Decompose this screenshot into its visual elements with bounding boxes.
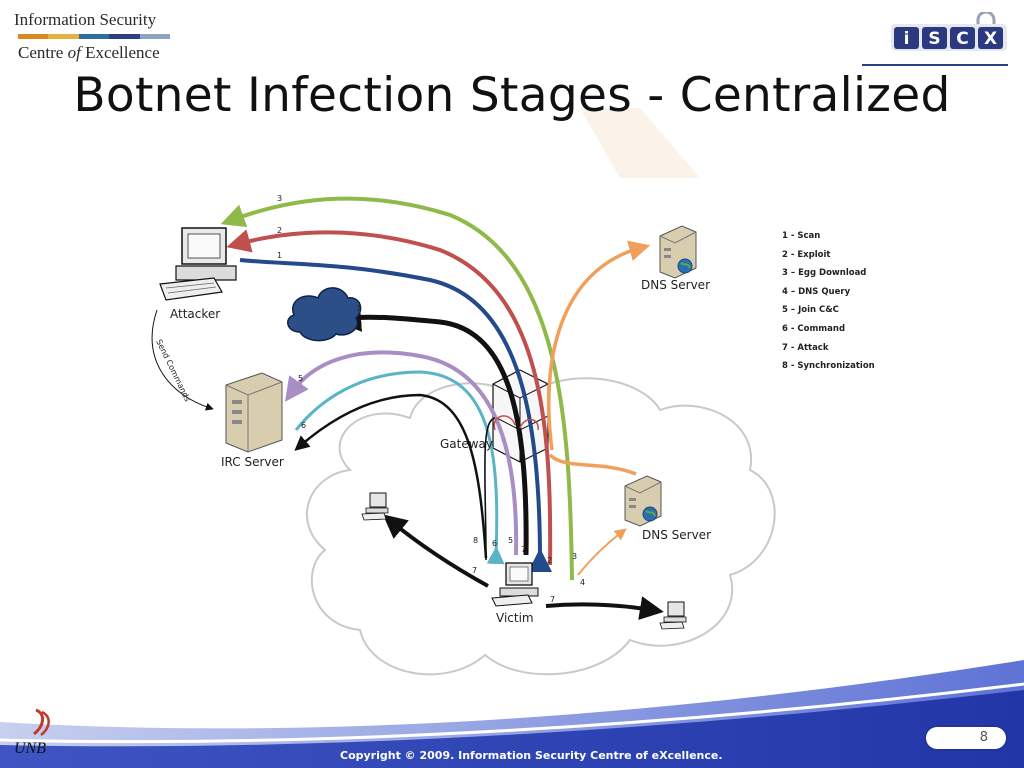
unb-logo: UNB <box>14 708 62 758</box>
page-number: 8 <box>979 730 988 745</box>
arrow-dns-query-top <box>547 240 651 451</box>
arrow-label-7-cloud: 7 <box>356 304 361 313</box>
header-rule <box>862 64 1008 66</box>
arrow-command-black <box>294 393 488 559</box>
victim-label-7-right: 7 <box>550 595 555 604</box>
arrow-label-3: 3 <box>277 194 282 203</box>
dns-server-mid-label: DNS Server <box>642 528 711 542</box>
arrow-dns-query-mid <box>548 453 637 476</box>
footer-swoosh <box>0 660 1024 768</box>
arrow-exploit <box>226 229 553 566</box>
attacker-label: Attacker <box>170 307 220 321</box>
arrow-join-cc <box>284 350 519 556</box>
logo-line2: Centre of Excellence <box>18 43 160 62</box>
background-watermark <box>580 108 700 178</box>
irc-server-label: IRC Server <box>221 455 284 469</box>
arrow-sync <box>484 417 496 561</box>
legend-item-exploit: 2 - Exploit <box>782 249 831 260</box>
arrow-scan <box>239 258 553 573</box>
arrow-command <box>294 370 505 565</box>
iscx-letter-c: C <box>956 29 968 49</box>
bot-left-computer-icon <box>361 492 389 521</box>
page-number-box: 8 <box>926 727 1006 749</box>
iscx-letter-x: X <box>984 29 997 49</box>
victim-label-3: 3 <box>572 552 577 561</box>
iscx-letter-i: i <box>904 29 910 49</box>
attacker-computer-icon <box>159 227 237 301</box>
slide-title: Botnet Infection Stages - Centralized <box>73 68 951 123</box>
victim-label-5: 5 <box>508 536 513 545</box>
victim-label-8: 8 <box>473 536 478 545</box>
copyright-text: Copyright © 2009. Information Security C… <box>340 749 723 762</box>
isc-logo: Information Security Centre of Excellenc… <box>14 10 174 66</box>
legend-item-attack: 7 - Attack <box>782 342 829 353</box>
legend: 1 - Scan 2 - Exploit 3 – Egg Download 4 … <box>782 227 875 376</box>
arrow-dns-query-victim <box>577 528 627 576</box>
send-commands-label: Send Commands <box>154 338 192 403</box>
legend-item-egg-download: 3 – Egg Download <box>782 268 867 279</box>
bot-right-computer-icon <box>659 601 687 630</box>
victim-label-7: 7 <box>521 545 526 554</box>
arrow-egg-download <box>220 196 574 581</box>
legend-item-join-cc: 5 – Join C&C <box>782 305 839 316</box>
victim-label: Victim <box>496 611 534 625</box>
unb-text: UNB <box>14 740 46 757</box>
gateway-swirl <box>493 415 539 431</box>
logo-color-bar <box>18 34 171 39</box>
arrow-label-1: 1 <box>277 251 282 260</box>
legend-item-command: 6 - Command <box>782 323 846 334</box>
arrow-attack-left <box>382 514 489 588</box>
botnet-cloud-icon <box>287 287 362 342</box>
dns-server-mid-icon <box>624 475 662 527</box>
logo-line1: Information Security <box>14 10 157 29</box>
arrow-attack-right <box>545 596 664 620</box>
legend-item-dns-query: 4 – DNS Query <box>782 286 851 297</box>
victim-label-6: 6 <box>492 539 497 548</box>
irc-server-icon <box>225 372 283 453</box>
legend-item-scan: 1 - Scan <box>782 231 821 241</box>
victim-label-7-left: 7 <box>472 566 477 575</box>
victim-label-2: 2 <box>547 556 552 565</box>
arrow-label-6: 6 <box>301 421 306 430</box>
dns-server-top-label: DNS Server <box>641 278 710 292</box>
send-commands-arrow <box>151 309 214 411</box>
iscx-logo: i S C X <box>891 12 1007 51</box>
dns-server-top-icon <box>659 225 697 279</box>
legend-item-synchronization: 8 - Synchronization <box>782 361 875 372</box>
victim-label-4: 4 <box>580 578 585 587</box>
arrow-attack-cloud <box>331 302 529 556</box>
arrow-label-5: 5 <box>298 374 303 383</box>
victim-computer-icon <box>491 562 539 607</box>
arrow-label-2: 2 <box>277 226 282 235</box>
iscx-letter-s: S <box>928 29 940 49</box>
unb-emblem-icon <box>33 708 50 736</box>
gateway-label: Gateway <box>440 437 493 451</box>
